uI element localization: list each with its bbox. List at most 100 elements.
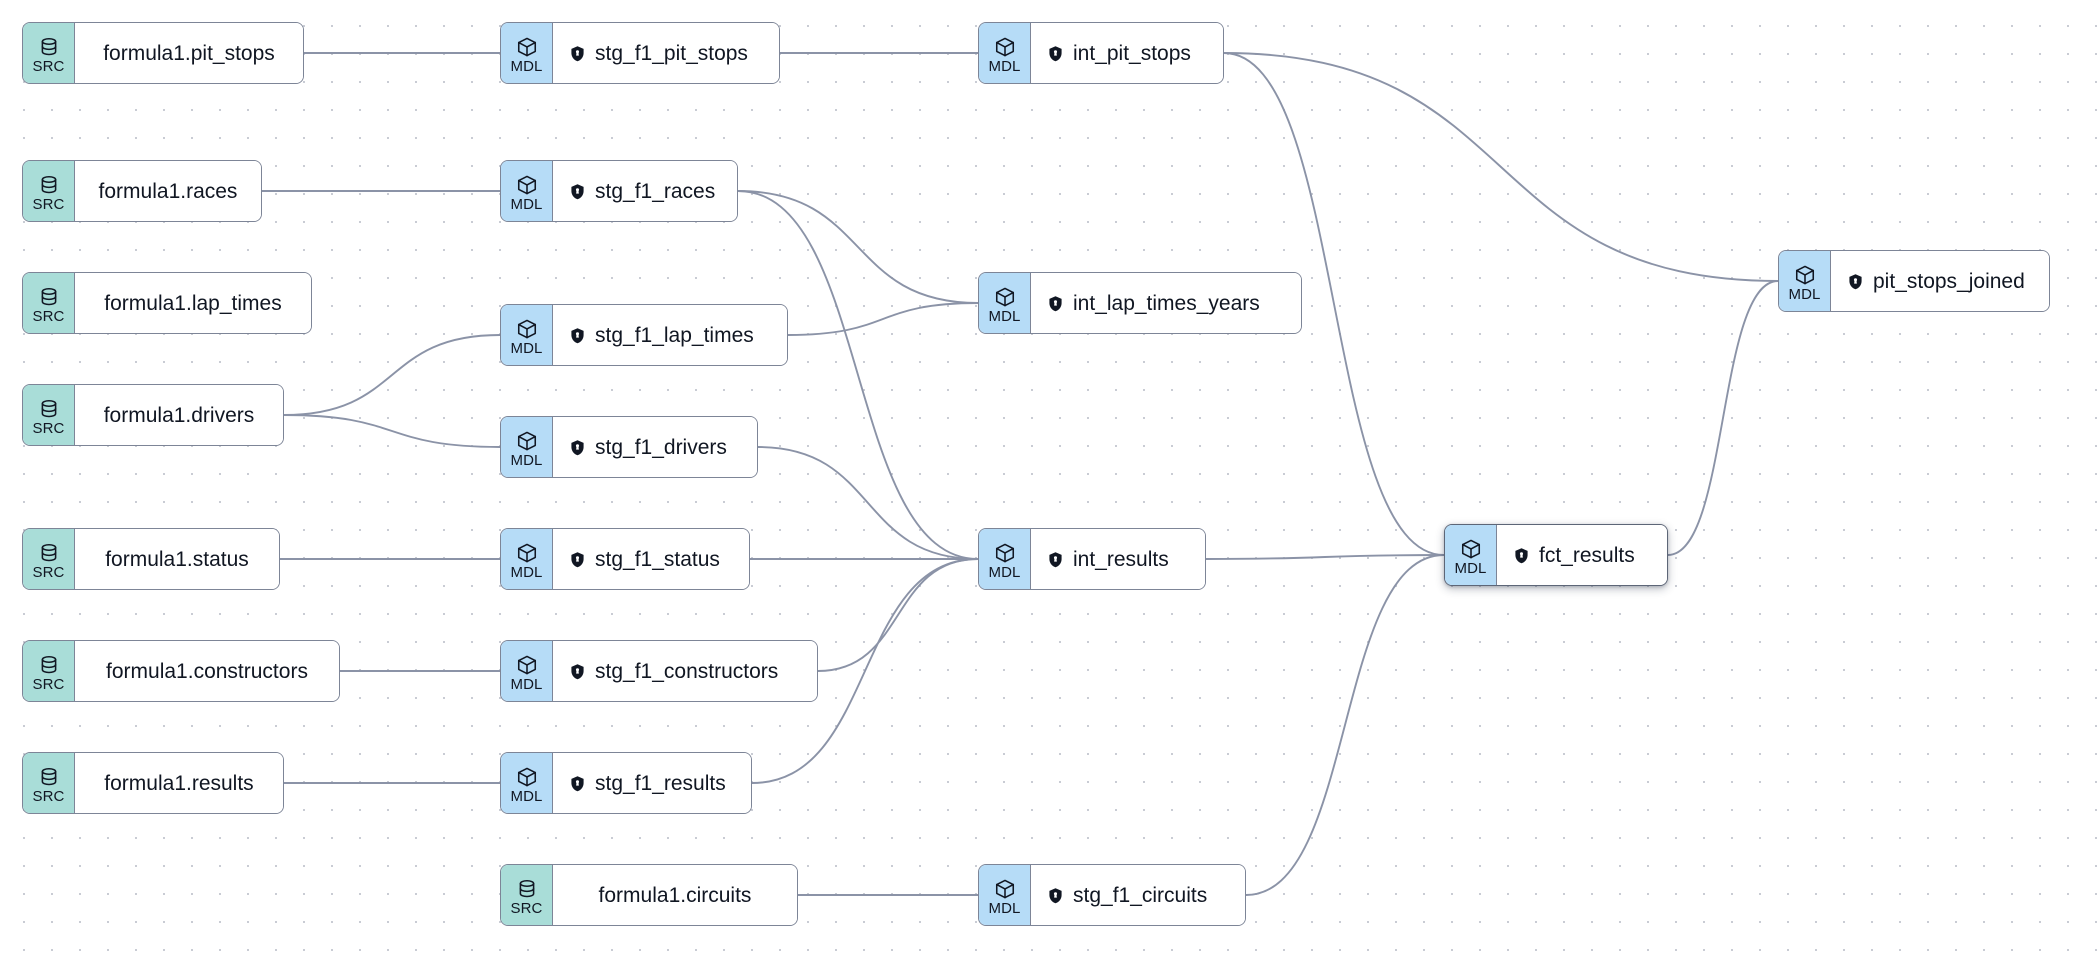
- node-label: stg_f1_drivers: [595, 435, 727, 459]
- node-kind-label: MDL: [510, 195, 543, 213]
- cube-icon: [1460, 538, 1482, 560]
- node-kind-label: SRC: [32, 307, 65, 325]
- node-body: formula1.results: [75, 753, 283, 813]
- node-body: formula1.circuits: [553, 865, 797, 925]
- node-kind-label: MDL: [1454, 559, 1487, 577]
- node-kind-badge-model: MDL: [979, 529, 1031, 589]
- graph-node-stg_circuits[interactable]: MDL stg_f1_circuits: [978, 864, 1246, 926]
- node-kind-label: SRC: [32, 195, 65, 213]
- node-label: stg_f1_constructors: [595, 659, 779, 683]
- graph-node-src_constructors[interactable]: SRC formula1.constructors: [22, 640, 340, 702]
- database-icon: [38, 286, 60, 308]
- graph-node-stg_lap_times[interactable]: MDL stg_f1_lap_times: [500, 304, 788, 366]
- node-body: formula1.drivers: [75, 385, 283, 445]
- shield-icon: [569, 775, 586, 792]
- node-body: formula1.lap_times: [75, 273, 311, 333]
- node-label: fct_results: [1539, 543, 1635, 567]
- node-body: stg_f1_lap_times: [553, 305, 787, 365]
- node-kind-badge-model: MDL: [979, 273, 1031, 333]
- node-label: formula1.pit_stops: [103, 41, 275, 65]
- graph-edge-stg_drivers-to-int_results: [757, 446, 979, 560]
- node-label: formula1.results: [104, 771, 254, 795]
- graph-node-stg_races[interactable]: MDL stg_f1_races: [500, 160, 738, 222]
- node-kind-label: SRC: [32, 57, 65, 75]
- shield-icon: [1847, 273, 1864, 290]
- shield-icon: [569, 183, 586, 200]
- node-body: stg_f1_circuits: [1031, 865, 1245, 925]
- node-body: int_results: [1031, 529, 1205, 589]
- graph-node-fct_results[interactable]: MDL fct_results: [1444, 524, 1668, 586]
- node-kind-badge-model: MDL: [501, 417, 553, 477]
- shield-icon: [569, 663, 586, 680]
- shield-icon: [569, 551, 586, 568]
- graph-node-stg_drivers[interactable]: MDL stg_f1_drivers: [500, 416, 758, 478]
- graph-node-stg_status[interactable]: MDL stg_f1_status: [500, 528, 750, 590]
- graph-node-src_pit_stops[interactable]: SRC formula1.pit_stops: [22, 22, 304, 84]
- node-kind-label: MDL: [510, 563, 543, 581]
- database-icon: [38, 766, 60, 788]
- node-kind-label: SRC: [32, 563, 65, 581]
- node-kind-label: MDL: [988, 899, 1021, 917]
- node-body: formula1.status: [75, 529, 279, 589]
- shield-icon: [569, 439, 586, 456]
- shield-icon: [569, 327, 586, 344]
- cube-icon: [994, 878, 1016, 900]
- node-kind-label: MDL: [1788, 285, 1821, 303]
- shield-icon: [1047, 295, 1064, 312]
- node-label: stg_f1_lap_times: [595, 323, 754, 347]
- graph-node-src_status[interactable]: SRC formula1.status: [22, 528, 280, 590]
- cube-icon: [994, 542, 1016, 564]
- node-kind-label: MDL: [510, 675, 543, 693]
- shield-icon: [569, 45, 586, 62]
- node-kind-label: MDL: [510, 787, 543, 805]
- node-label: stg_f1_status: [595, 547, 720, 571]
- graph-node-stg_constructors[interactable]: MDL stg_f1_constructors: [500, 640, 818, 702]
- node-kind-badge-source: SRC: [23, 641, 75, 701]
- cube-icon: [516, 318, 538, 340]
- node-kind-label: MDL: [988, 307, 1021, 325]
- node-kind-badge-model: MDL: [501, 161, 553, 221]
- graph-node-src_circuits[interactable]: SRC formula1.circuits: [500, 864, 798, 926]
- node-kind-label: SRC: [510, 899, 543, 917]
- node-body: pit_stops_joined: [1831, 251, 2049, 311]
- graph-edge-stg_races-to-int_results: [737, 190, 979, 560]
- node-kind-badge-source: SRC: [23, 529, 75, 589]
- node-body: formula1.pit_stops: [75, 23, 303, 83]
- graph-node-src_races[interactable]: SRC formula1.races: [22, 160, 262, 222]
- node-body: formula1.constructors: [75, 641, 339, 701]
- node-body: stg_f1_pit_stops: [553, 23, 779, 83]
- node-body: stg_f1_constructors: [553, 641, 817, 701]
- node-label: formula1.constructors: [106, 659, 308, 683]
- database-icon: [38, 174, 60, 196]
- node-kind-label: SRC: [32, 675, 65, 693]
- node-label: int_pit_stops: [1073, 41, 1191, 65]
- cube-icon: [994, 286, 1016, 308]
- shield-icon: [1047, 551, 1064, 568]
- database-icon: [38, 542, 60, 564]
- node-label: formula1.races: [98, 179, 238, 203]
- graph-node-int_results[interactable]: MDL int_results: [978, 528, 1206, 590]
- graph-node-pit_stops_joined[interactable]: MDL pit_stops_joined: [1778, 250, 2050, 312]
- shield-icon: [1513, 547, 1530, 564]
- node-kind-badge-model: MDL: [979, 865, 1031, 925]
- node-label: int_results: [1073, 547, 1169, 571]
- node-label: stg_f1_races: [595, 179, 716, 203]
- database-icon: [516, 878, 538, 900]
- node-label: pit_stops_joined: [1873, 269, 2025, 293]
- cube-icon: [516, 654, 538, 676]
- node-kind-badge-model: MDL: [501, 23, 553, 83]
- node-body: int_pit_stops: [1031, 23, 1223, 83]
- graph-node-src_lap_times[interactable]: SRC formula1.lap_times: [22, 272, 312, 334]
- node-label: formula1.lap_times: [104, 291, 282, 315]
- node-label: formula1.circuits: [598, 883, 752, 907]
- node-kind-label: MDL: [510, 339, 543, 357]
- graph-edge-src_drivers-to-stg_drivers: [283, 414, 501, 448]
